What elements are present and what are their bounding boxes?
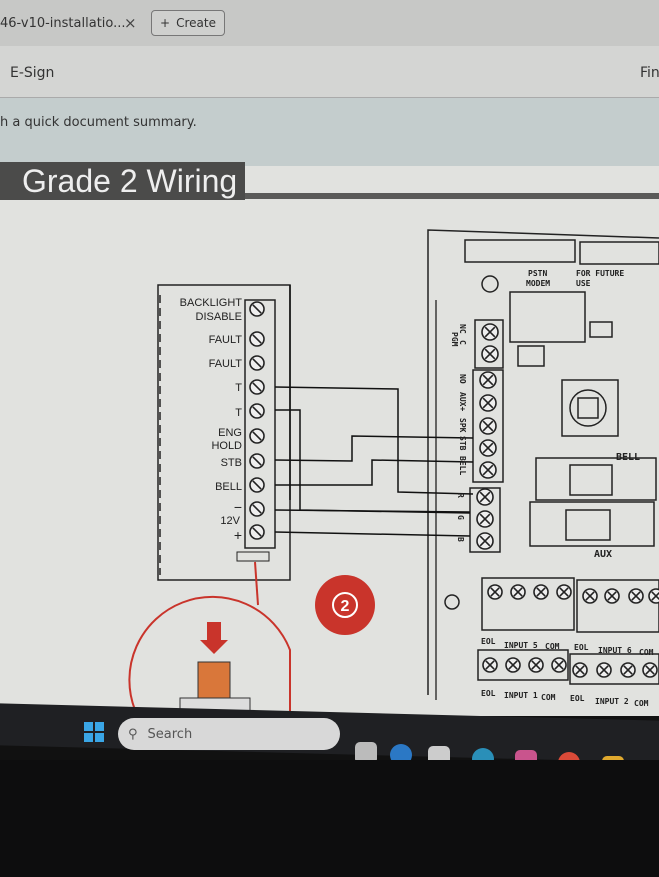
find-button[interactable]: Fin [640,65,659,81]
label-stb-board: STB [458,436,467,451]
label-com-2: COM [634,699,649,708]
svg-text:2: 2 [341,598,350,615]
label-disable: DISABLE [196,311,242,323]
label-eol-1: EOL [481,689,496,698]
windows-start-icon[interactable] [84,722,104,742]
wires [274,285,474,700]
tab-bar: 46-v10-installatio... × + Create [0,0,659,46]
label-aux-output: AUX [594,549,612,560]
label-bell-output: BELL [616,452,640,463]
keypad-terminal-strip [244,299,276,549]
label-12v: 12V [220,515,240,527]
search-placeholder: Search [147,726,193,742]
label-spk: SPK [458,418,467,433]
label-bell: BELL [215,481,242,493]
esign-button[interactable]: E-Sign [10,65,55,81]
label-input-5: INPUT 5 [504,641,538,650]
search-icon: ⚲ [128,726,138,742]
label-input-6: INPUT 6 [598,646,632,655]
label-r: R [456,493,465,498]
label-pgm: PGM [450,332,459,347]
plus-icon: + [160,16,171,30]
panel-board-outline [427,229,659,695]
summary-banner: h a quick document summary. [0,98,659,166]
label-for-future: FOR FUTURE [576,269,624,278]
label-pstn: PSTN [528,269,547,278]
label-c: C [458,340,467,345]
label-backlight: BACKLIGHT [180,297,243,309]
label-use: USE [576,279,591,288]
label-com-1: COM [541,693,556,702]
heading-rule [245,193,659,199]
monitor-bezel [0,760,659,877]
label-b: B [456,537,465,542]
jumper-callout [128,561,291,715]
terminal-screws [249,301,659,678]
label-bell-board: BELL [458,456,467,475]
label-eng: ENG [218,427,242,439]
label-fault-2: FAULT [209,358,243,370]
label-eol-2: EOL [570,694,585,703]
label-g: G [456,515,465,520]
label-input-2: INPUT 2 [595,697,629,706]
create-label: Create [176,16,216,30]
label-fault-1: FAULT [209,334,243,346]
label-eol-5: EOL [481,637,496,646]
banner-text: h a quick document summary. [0,115,197,130]
label-plus: + [234,527,242,543]
toolbar: E-Sign Fin [0,46,659,98]
label-input-1: INPUT 1 [504,691,538,700]
label-nc: NC [458,324,467,334]
label-com-6: COM [639,648,654,657]
label-t-2: T [235,407,242,419]
step-badge: 2 [315,575,375,635]
label-aux-plus: AUX+ [458,392,467,411]
label-hold: HOLD [211,440,242,452]
task-view-icon[interactable] [355,742,377,764]
close-tab-icon[interactable]: × [124,14,137,32]
label-modem: MODEM [526,279,550,288]
page-heading: Grade 2 Wiring [0,162,245,200]
screw-terminal [648,588,659,604]
label-minus: − [234,499,242,515]
wiring-diagram: BACKLIGHT DISABLE FAULT FAULT T T ENG HO… [128,229,659,715]
label-stb: STB [221,457,242,469]
create-button[interactable]: + Create [151,10,225,36]
label-no: NO [458,374,467,384]
taskbar-search[interactable]: ⚲ Search [118,718,340,750]
label-eol-6: EOL [574,643,589,652]
label-com-5: COM [545,642,560,651]
label-t-1: T [235,382,242,394]
document-tab[interactable]: 46-v10-installatio... [0,16,126,31]
